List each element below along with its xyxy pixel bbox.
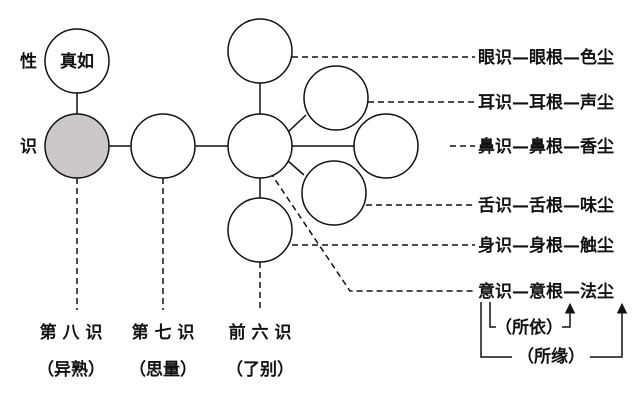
circle-nodes — [44, 18, 419, 263]
mind-dashed-line — [269, 171, 475, 292]
row-mind-text: 意识—意根—法尘 — [478, 281, 614, 302]
tongue-node — [301, 160, 367, 226]
six-consciousness-title: 前 六 识 — [229, 322, 292, 343]
suoyi-label: （所依） — [495, 317, 563, 338]
hub-to-ear-line — [288, 114, 307, 132]
seventh-consciousness-subtitle: （思量） — [129, 359, 197, 380]
ear-node — [303, 65, 369, 131]
row-ear-text: 耳识—耳根—声尘 — [478, 92, 614, 113]
shi-label: 识 — [20, 137, 37, 157]
suoyi-label-bg — [496, 318, 562, 338]
six-consciousness-hub-node — [227, 113, 293, 179]
eighth-consciousness-subtitle: （异熟） — [37, 359, 105, 380]
body-node — [227, 197, 293, 263]
seventh-consciousness-node — [130, 113, 196, 179]
zhenru-label: 真如 — [60, 51, 94, 72]
dashed-connectors — [76, 56, 475, 310]
solid-connectors — [76, 83, 354, 199]
row-nose-text: 鼻识—鼻根—香尘 — [478, 136, 614, 157]
hub-to-tongue-line — [287, 160, 305, 176]
eighth-consciousness-node — [44, 113, 110, 179]
eighth-consciousness-title: 第 八 识 — [40, 322, 103, 343]
row-eye-text: 眼识—眼根—色尘 — [478, 47, 614, 68]
suoyuan-label: （所缘） — [517, 346, 585, 367]
six-consciousness-subtitle: （了别） — [226, 359, 294, 380]
zhenru-node — [44, 28, 110, 94]
xing-label: 性 — [20, 51, 37, 72]
suoyuan-label-bg — [512, 347, 590, 367]
row-tongue-text: 舌识—舌根—味尘 — [478, 195, 614, 216]
eye-node — [227, 18, 293, 84]
seventh-consciousness-title: 第 七 识 — [132, 322, 195, 343]
row-body-text: 身识—身根—触尘 — [478, 235, 614, 256]
nose-node — [353, 113, 419, 179]
